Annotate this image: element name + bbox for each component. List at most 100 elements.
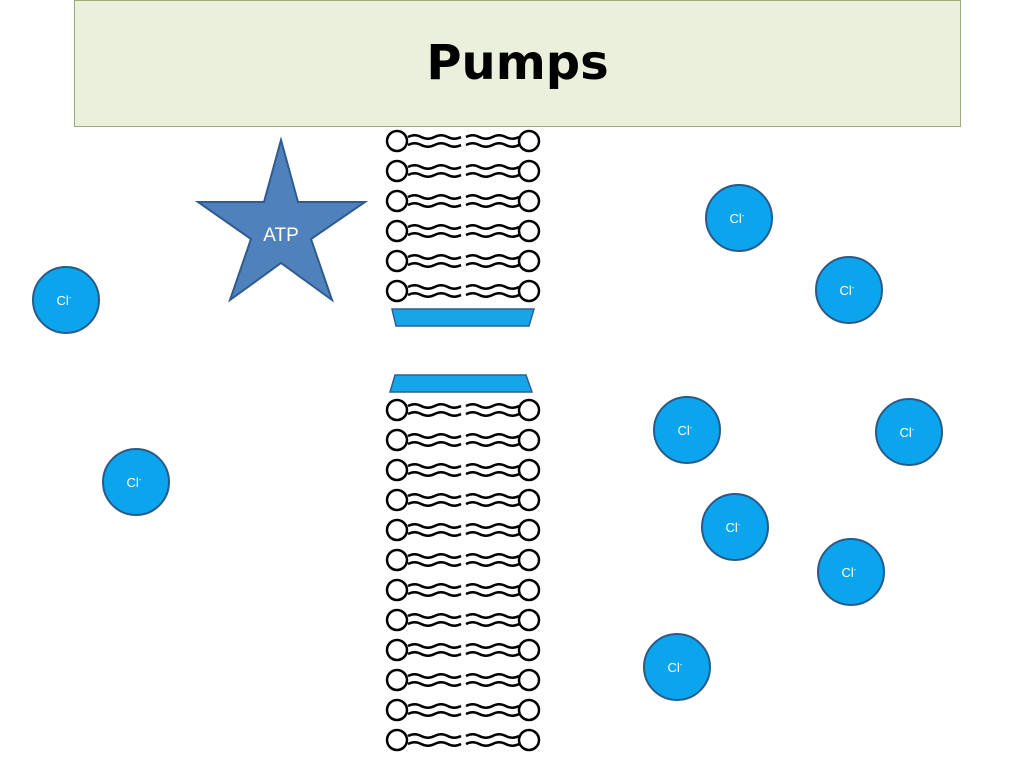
lipid-tail (407, 471, 462, 477)
atp-star: ATP (194, 136, 369, 303)
lipid-row (385, 698, 541, 722)
lipid-head-right (517, 578, 541, 602)
chloride-ion-circle (815, 256, 883, 324)
lipid-tail (465, 561, 520, 567)
lipid-head-right (517, 219, 541, 243)
lipid-head-left (385, 398, 409, 422)
lipid-tail (465, 711, 520, 717)
chloride-ion-circle (701, 493, 769, 561)
lipid-row (385, 428, 541, 452)
lipid-tail (465, 284, 520, 290)
lipid-tail (407, 651, 462, 657)
chloride-ion-label: Cl- (57, 293, 72, 308)
lipid-tail (407, 583, 462, 589)
lipid-tail (407, 134, 462, 140)
lipid-head-right (517, 279, 541, 303)
chloride-ion: Cl- (32, 266, 100, 334)
chloride-ion: Cl- (701, 493, 769, 561)
lipid-head-left (385, 428, 409, 452)
lipid-head-right (517, 608, 541, 632)
lipid-tail (407, 681, 462, 687)
lipid-row (385, 578, 541, 602)
slide-title: Pumps (426, 34, 609, 91)
lipid-tail (407, 523, 462, 529)
lipid-tail (407, 262, 462, 268)
lipid-head-left (385, 728, 409, 752)
lipid-tail (465, 681, 520, 687)
lipid-tail (465, 651, 520, 657)
lipid-head-right (517, 668, 541, 692)
lipid-row (385, 129, 541, 153)
lipid-tail (407, 621, 462, 627)
lipid-tail (465, 224, 520, 230)
chloride-ion-label: Cl- (730, 211, 745, 226)
chloride-ion-circle (102, 448, 170, 516)
lipid-row (385, 638, 541, 662)
lipid-head-left (385, 608, 409, 632)
chloride-ion-circle (32, 266, 100, 334)
lipid-row (385, 518, 541, 542)
chloride-ion: Cl- (643, 633, 711, 701)
lipid-head-right (517, 159, 541, 183)
lipid-tail (465, 613, 520, 619)
lipid-tail (465, 433, 520, 439)
lipid-tail (465, 292, 520, 298)
lipid-tail (407, 643, 462, 649)
lipid-tail (407, 711, 462, 717)
lipid-tail (465, 643, 520, 649)
lipid-row (385, 728, 541, 752)
lipid-tail (407, 553, 462, 559)
lipid-head-left (385, 219, 409, 243)
lipid-head-left (385, 668, 409, 692)
lipid-head-left (385, 279, 409, 303)
lipid-row (385, 398, 541, 422)
lipid-head-right (517, 428, 541, 452)
lipid-tail (465, 202, 520, 208)
lipid-row (385, 159, 541, 183)
chloride-ion-label: Cl- (668, 660, 683, 675)
lipid-tail (407, 741, 462, 747)
lipid-row (385, 219, 541, 243)
chloride-ion: Cl- (653, 396, 721, 464)
lipid-tail (407, 463, 462, 469)
lipid-head-right (517, 518, 541, 542)
lipid-tail (465, 142, 520, 148)
lipid-head-left (385, 159, 409, 183)
lipid-head-right (517, 698, 541, 722)
lipid-row (385, 458, 541, 482)
lipid-tail (465, 134, 520, 140)
lipid-tail (465, 531, 520, 537)
lipid-tail (465, 471, 520, 477)
chloride-ion-circle (705, 184, 773, 252)
lipid-head-left (385, 249, 409, 273)
lipid-head-right (517, 458, 541, 482)
chloride-ion-label: Cl- (840, 283, 855, 298)
lipid-head-left (385, 638, 409, 662)
lipid-tail (407, 493, 462, 499)
lipid-head-left (385, 548, 409, 572)
lipid-tail (407, 613, 462, 619)
chloride-ion: Cl- (815, 256, 883, 324)
ion-group: Cl-Cl-Cl-Cl-Cl-Cl-Cl-Cl-Cl- (32, 184, 943, 701)
lipid-tail (407, 733, 462, 739)
lipid-tail (465, 741, 520, 747)
lipid-head-left (385, 698, 409, 722)
lipid-head-right (517, 189, 541, 213)
lipid-tail (465, 262, 520, 268)
lipid-row (385, 548, 541, 572)
atp-star-icon (194, 136, 369, 303)
lipid-row (385, 279, 541, 303)
chloride-ion-label: Cl- (726, 520, 741, 535)
chloride-ion: Cl- (705, 184, 773, 252)
lipid-tail (465, 403, 520, 409)
lipid-tail (465, 441, 520, 447)
pump-channel-lower (388, 374, 534, 393)
lipid-head-right (517, 398, 541, 422)
lipid-tail (465, 232, 520, 238)
lipid-tail (465, 733, 520, 739)
lipid-head-right (517, 548, 541, 572)
chloride-ion-circle (643, 633, 711, 701)
chloride-ion: Cl- (875, 398, 943, 466)
lipid-tail (465, 553, 520, 559)
